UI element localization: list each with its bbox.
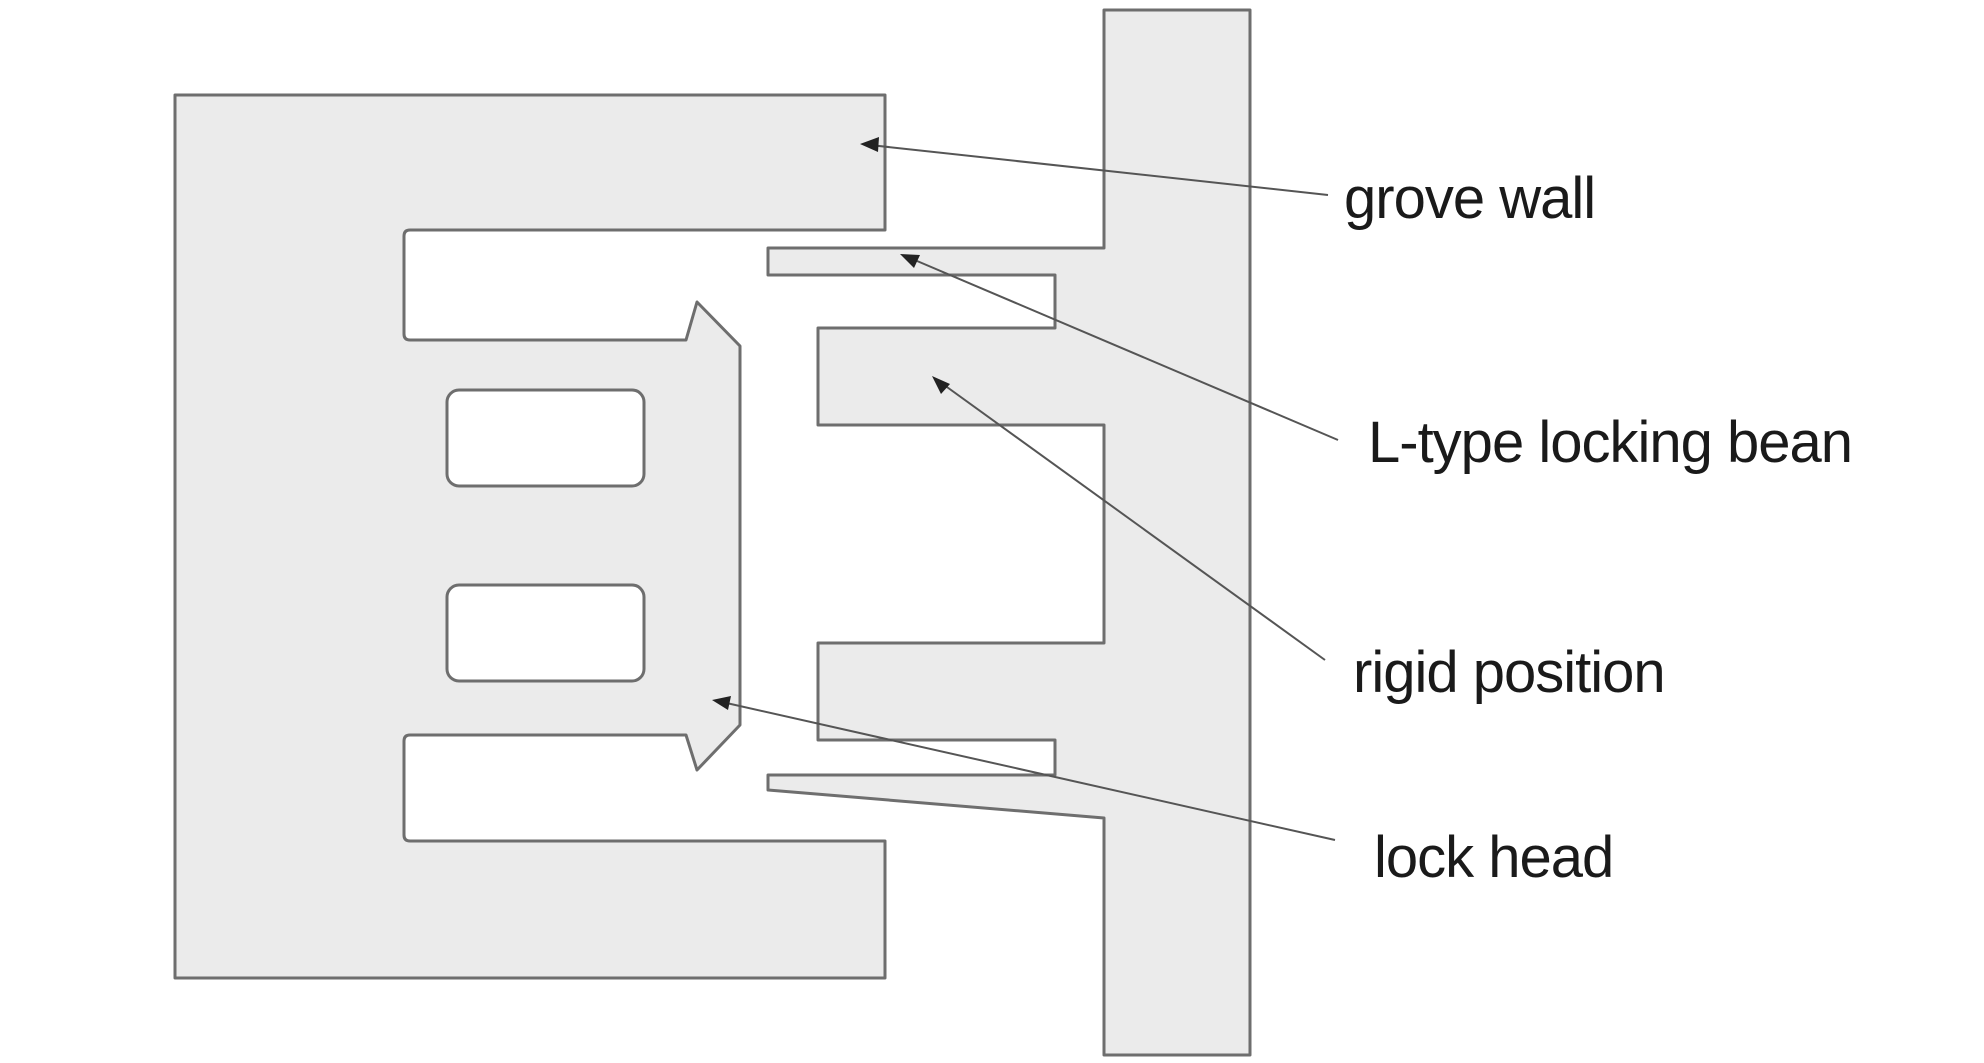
arrowhead-locking-beam — [900, 254, 920, 268]
label-rigid-position: rigid position — [1353, 640, 1665, 705]
label-grove-wall: grove wall — [1344, 166, 1595, 231]
leader-grove-wall — [869, 144, 1329, 196]
arrowhead-lock-head — [712, 696, 731, 710]
arrowhead-grove-wall — [860, 137, 879, 152]
leader-locking-beam — [909, 257, 1339, 441]
arrowhead-rigid-position — [932, 376, 950, 394]
upper-window — [445, 388, 646, 488]
left-grooved-part — [173, 93, 887, 980]
leader-lock-head — [721, 701, 1336, 841]
lower-window — [445, 583, 646, 683]
label-locking-beam: L-type locking bean — [1368, 410, 1852, 475]
leader-rigid-position — [939, 381, 1326, 661]
label-lock-head: lock head — [1374, 825, 1613, 890]
